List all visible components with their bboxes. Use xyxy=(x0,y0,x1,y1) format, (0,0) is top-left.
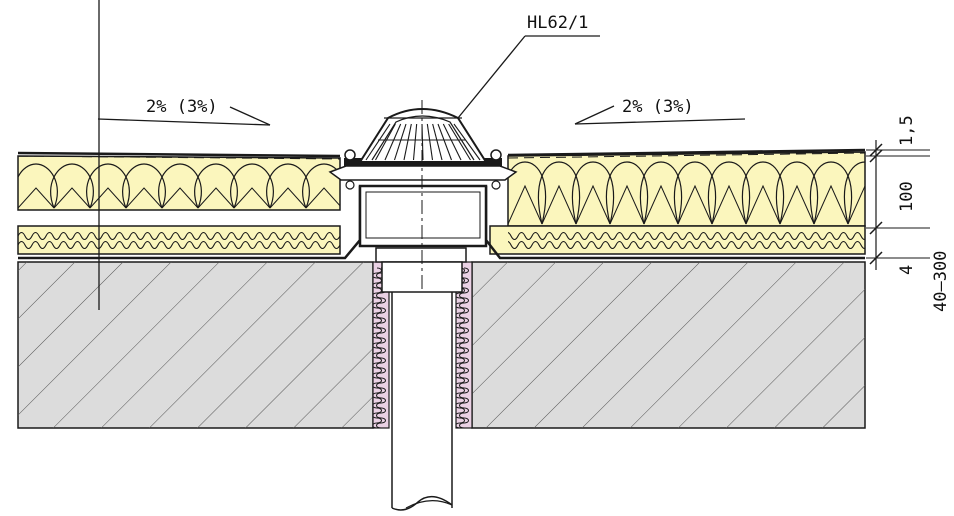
drain-pipe xyxy=(358,184,488,511)
dimension-membrane: 1,5 xyxy=(897,115,917,146)
thermal-insulation xyxy=(17,151,866,255)
dimension-chain: 1,5 100 4 40–300 xyxy=(866,115,951,312)
dimension-insulation-bottom: 4 xyxy=(897,265,917,275)
pipe-sleeve xyxy=(372,261,473,429)
dimension-slab: 40–300 xyxy=(931,251,951,312)
dimension-insulation-top: 100 xyxy=(897,181,917,212)
product-label: HL62/1 xyxy=(527,13,588,33)
slope-left: 2% (3%) xyxy=(97,97,271,126)
slope-left-label: 2% (3%) xyxy=(146,97,218,117)
slope-right: 2% (3%) xyxy=(574,97,746,125)
slope-right-label: 2% (3%) xyxy=(622,97,694,117)
concrete-slab xyxy=(17,261,866,429)
roof-drain-head xyxy=(328,108,518,190)
product-callout: HL62/1 xyxy=(457,13,600,119)
